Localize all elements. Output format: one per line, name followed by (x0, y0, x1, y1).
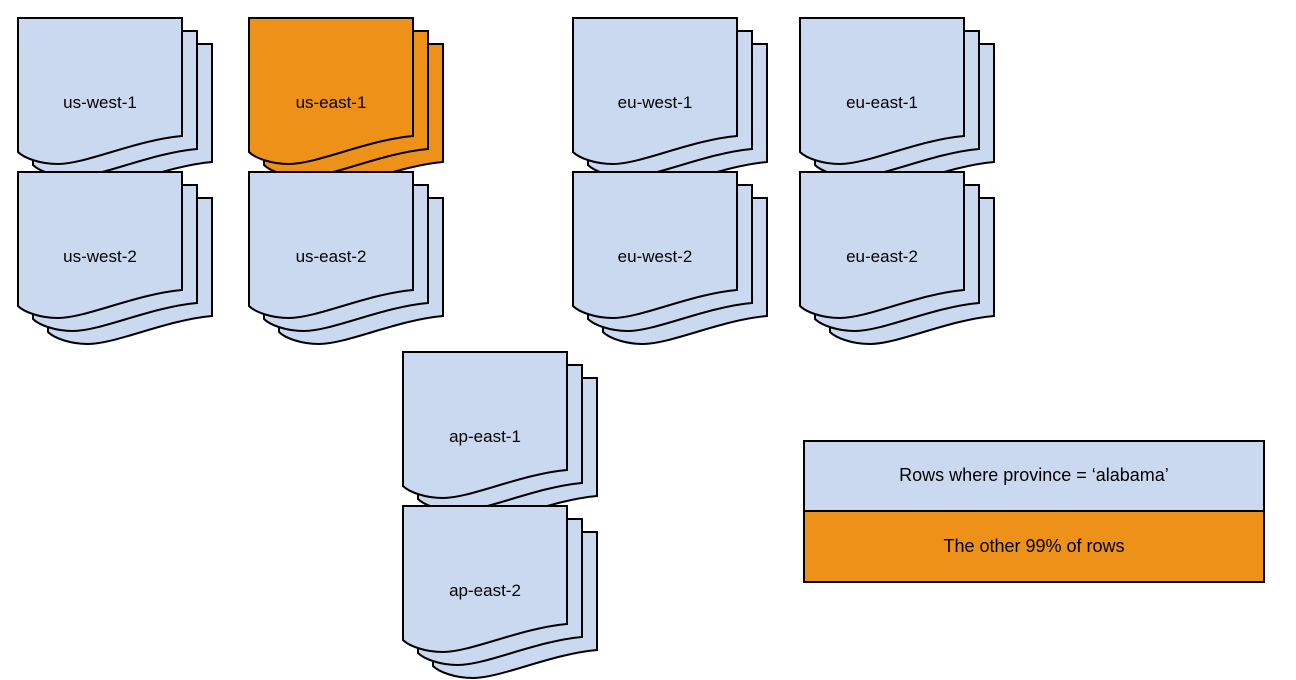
document-stack-eu-west-2[interactable] (572, 171, 768, 346)
document-stack-eu-east-1[interactable] (799, 17, 995, 192)
document-stack-eu-east-2[interactable] (799, 171, 995, 346)
legend-row-other-rows: The other 99% of rows (805, 511, 1263, 581)
document-sheet-front (248, 17, 414, 166)
document-stack-ap-east-1[interactable] (402, 351, 598, 526)
legend: Rows where province = ‘alabama’ The othe… (803, 440, 1265, 583)
document-stack-us-east-2[interactable] (248, 171, 444, 346)
document-sheet-front (799, 171, 965, 320)
document-sheet-front (572, 17, 738, 166)
legend-label-other-rows: The other 99% of rows (943, 535, 1125, 556)
document-sheet-front (402, 505, 568, 654)
document-stack-us-west-2[interactable] (17, 171, 213, 346)
document-stack-us-east-1[interactable] (248, 17, 444, 192)
document-stack-us-west-1[interactable] (17, 17, 213, 192)
legend-label-matching-rows: Rows where province = ‘alabama’ (899, 465, 1169, 486)
document-sheet-front (402, 351, 568, 500)
document-sheet-front (799, 17, 965, 166)
document-stack-eu-west-1[interactable] (572, 17, 768, 192)
document-sheet-front (17, 17, 183, 166)
legend-row-matching-rows: Rows where province = ‘alabama’ (805, 442, 1263, 512)
document-sheet-front (17, 171, 183, 320)
document-sheet-front (572, 171, 738, 320)
document-stack-ap-east-2[interactable] (402, 505, 598, 680)
document-sheet-front (248, 171, 414, 320)
